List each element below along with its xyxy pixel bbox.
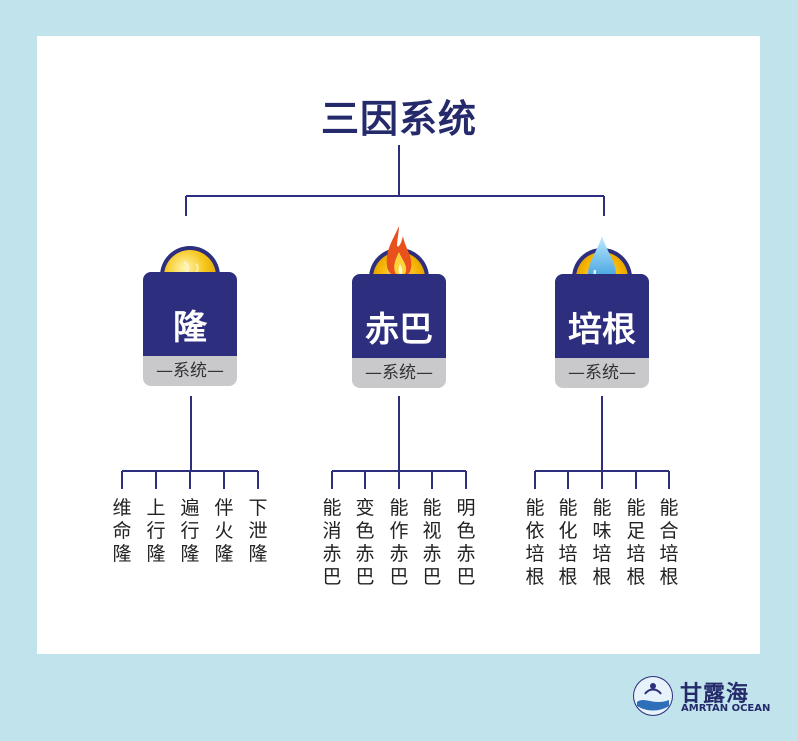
leaf-item: 伴火隆: [214, 497, 234, 565]
leaf-item: 能足培根: [626, 497, 646, 588]
leaf-item: 明色赤巴: [456, 497, 476, 588]
leaf-item: 能依培根: [525, 497, 545, 588]
leaf-item: 能作赤巴: [389, 497, 409, 588]
system-card-chiba: 赤巴 —系统—: [352, 226, 446, 388]
leaf-item: 下泄隆: [248, 497, 268, 565]
leaf-item: 变色赤巴: [355, 497, 375, 588]
leaf-item: 能味培根: [592, 497, 612, 588]
system-card-lung: 隆 —系统—: [143, 246, 237, 386]
system-name: 培根: [568, 310, 636, 350]
leaf-item: 能消赤巴: [322, 497, 342, 588]
system-card-peigen: 培根 —系统—: [555, 236, 649, 388]
leaf-item: 能化培根: [558, 497, 578, 588]
amrtan-ocean-logo-icon: [633, 676, 673, 716]
logo-chinese-name: 甘露海: [680, 682, 750, 707]
diagram-title: 三因系统: [320, 97, 477, 141]
leaf-item: 能合培根: [659, 497, 679, 588]
leaf-item: 维命隆: [112, 497, 132, 565]
system-name: 赤巴: [365, 310, 433, 350]
system-name: 隆: [173, 308, 207, 348]
leaf-item: 能视赤巴: [422, 497, 442, 588]
system-subtitle: —系统—: [156, 361, 224, 381]
leaf-item: 遍行隆: [180, 497, 200, 565]
logo-english-name: AMRTAN OCEAN: [681, 703, 771, 714]
system-subtitle: —系统—: [365, 363, 433, 383]
system-subtitle: —系统—: [568, 363, 636, 383]
leaf-item: 上行隆: [146, 497, 166, 565]
